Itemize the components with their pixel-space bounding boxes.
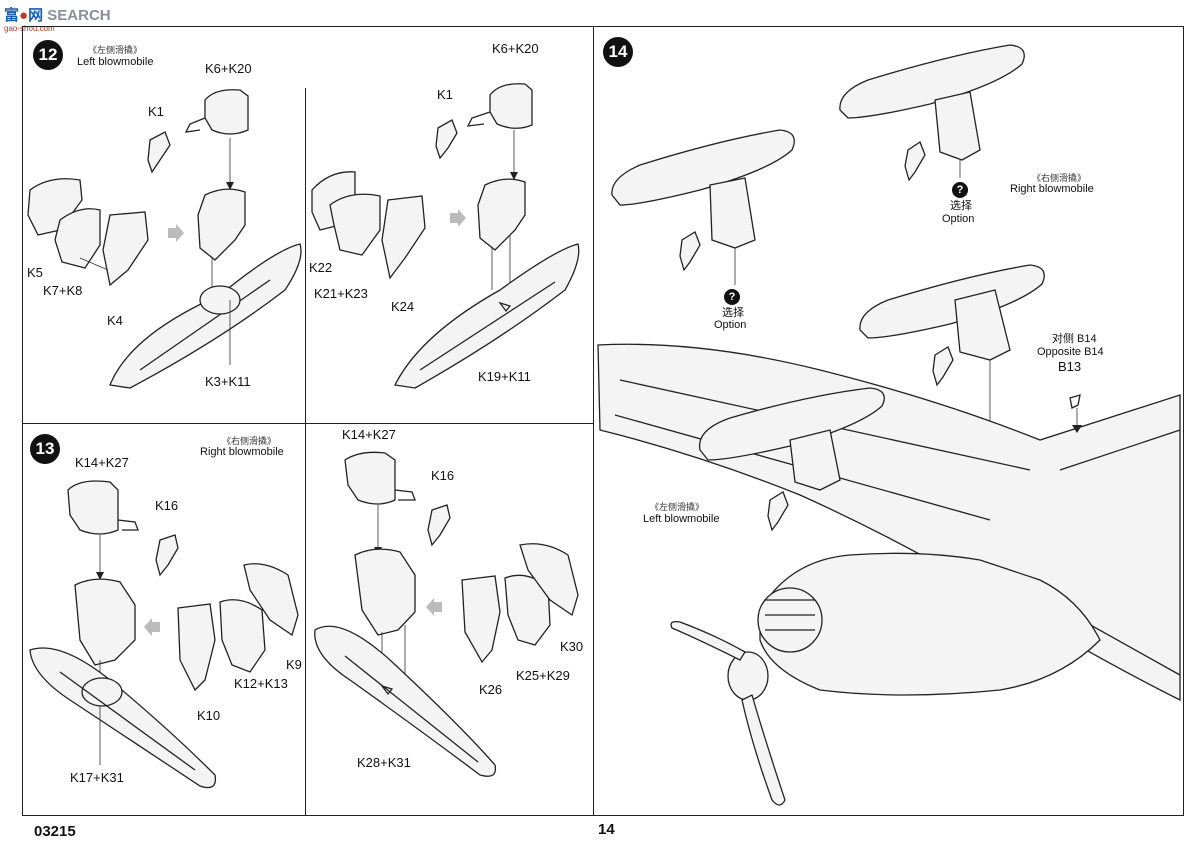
label-k14k27-a: K14+K27 (75, 455, 129, 470)
label-k1-b: K1 (437, 87, 453, 102)
label-k21k23: K21+K23 (314, 286, 368, 301)
label-k3k11: K3+K11 (205, 374, 251, 389)
divider-step13 (305, 423, 306, 816)
step-12-title-en: Left blowmobile (77, 56, 154, 68)
opposite-b14-cn: 对侧 B14 (1052, 333, 1097, 345)
step12-right-drawing (311, 83, 580, 389)
label-k17k31: K17+K31 (70, 770, 124, 785)
label-k5: K5 (27, 265, 43, 280)
label-k19k11: K19+K11 (478, 369, 531, 384)
label-k12k13: K12+K13 (234, 676, 288, 691)
label-k6k20-b: K6+K20 (492, 41, 539, 56)
label-k16-b: K16 (431, 468, 455, 483)
label-k28k31: K28+K31 (357, 755, 411, 770)
step13-right-drawing (314, 451, 579, 777)
step-13-badge: 13 (30, 434, 60, 464)
step-14-frame (593, 26, 1184, 816)
label-k1-a: K1 (148, 104, 164, 119)
option-cn-1: 选择 (722, 307, 744, 319)
step12-left-drawing (27, 89, 302, 389)
label-b13: B13 (1058, 359, 1082, 374)
step-13-title-en: Right blowmobile (200, 446, 284, 458)
watermark-sub: gao-shou.com (4, 24, 55, 33)
step14-drawing (597, 44, 1181, 806)
label-k14k27-b: K14+K27 (342, 427, 396, 442)
divider-step12 (305, 88, 306, 423)
label-k16-a: K16 (155, 498, 179, 513)
option-en-1: Option (714, 319, 747, 331)
option-marker-2: ? (952, 182, 968, 198)
label-k30: K30 (560, 639, 584, 654)
left-blowmobile-en: Left blowmobile (643, 513, 720, 525)
page-number: 14 (598, 821, 615, 838)
step-12-badge: 12 (33, 40, 63, 70)
step-14-badge: 14 (603, 37, 633, 67)
step-13-title-cn: 《右侧滑撬》 (222, 436, 277, 446)
right-blowmobile-cn: 《右侧滑撬》 (1032, 173, 1087, 183)
right-blowmobile-en: Right blowmobile (1010, 183, 1094, 195)
step-12-title-cn: 《左侧滑撬》 (88, 45, 143, 55)
catalog-number: 03215 (34, 823, 76, 840)
option-cn-2: 选择 (950, 200, 972, 212)
left-blowmobile-cn: 《左侧滑撬》 (650, 502, 705, 512)
label-k7k8: K7+K8 (43, 283, 83, 298)
label-k4: K4 (107, 313, 123, 328)
label-k6k20-a: K6+K20 (205, 61, 252, 76)
label-k26: K26 (479, 682, 503, 697)
step13-left-drawing (29, 480, 299, 789)
option-marker-1: ? (724, 289, 740, 305)
label-k22: K22 (309, 260, 333, 275)
option-en-2: Option (942, 213, 975, 225)
label-k10: K10 (197, 708, 221, 723)
label-k9: K9 (286, 657, 302, 672)
label-k25k29: K25+K29 (516, 668, 570, 683)
label-k24: K24 (391, 299, 415, 314)
opposite-b14-en: Opposite B14 (1037, 346, 1104, 358)
divider-12-13 (22, 423, 594, 424)
watermark: 富●网 SEARCH (4, 7, 111, 24)
